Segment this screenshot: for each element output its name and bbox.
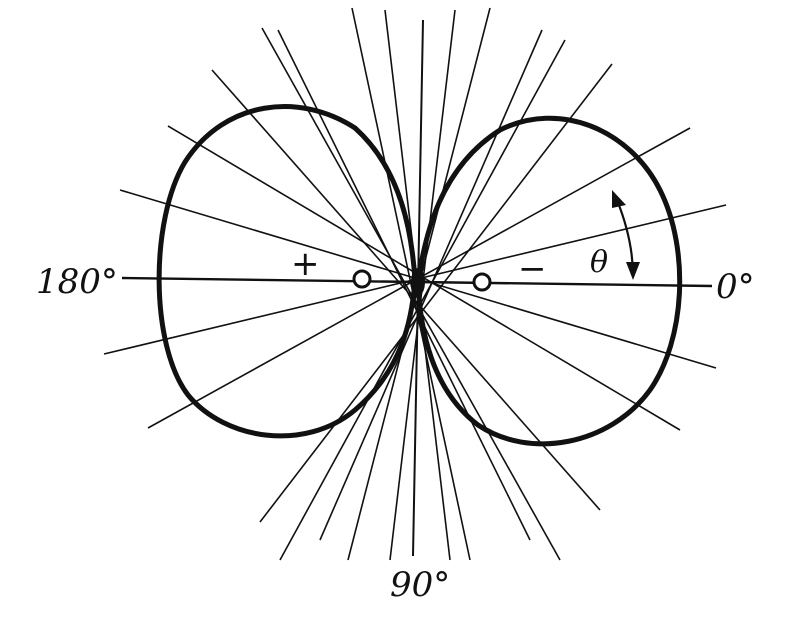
radial-line <box>279 39 566 561</box>
negative-charge-circle <box>472 272 492 292</box>
positive-charge-circle <box>352 269 372 289</box>
left-angle-label: 180° <box>36 262 118 302</box>
radial-line <box>259 63 613 523</box>
plus-sign-label: + <box>291 244 320 284</box>
theta-label: θ <box>590 245 608 280</box>
minus-sign-label: − <box>518 249 547 289</box>
radial-line <box>277 29 531 541</box>
radial-line <box>261 27 561 561</box>
center-junction <box>411 268 425 296</box>
radial-line <box>211 69 601 511</box>
right-angle-label: 0° <box>716 267 755 307</box>
radial-line <box>351 7 471 561</box>
theta-arrowhead-up-icon <box>612 190 626 208</box>
right-lobe <box>415 115 683 447</box>
bottom-angle-label: 90° <box>390 565 450 605</box>
left-lobe <box>156 104 418 439</box>
theta-arrowhead-down-icon <box>626 262 640 280</box>
